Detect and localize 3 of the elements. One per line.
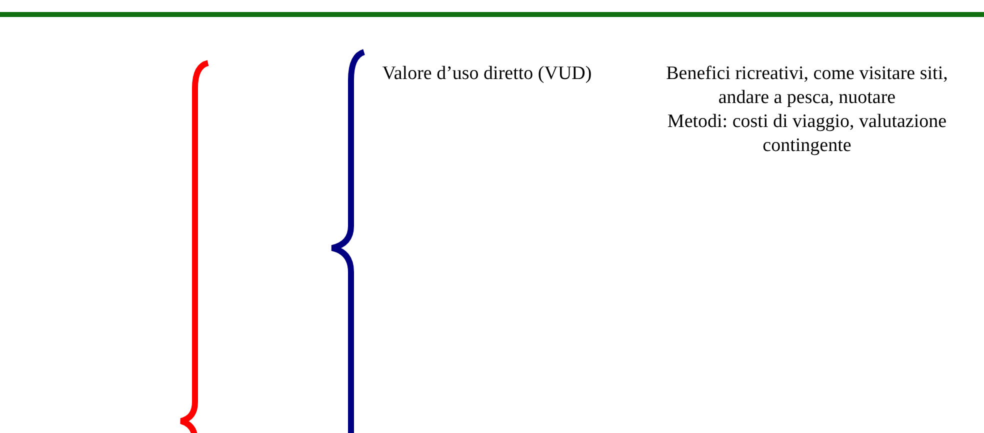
description-text: Benefici ricreativi, come visitare siti, andare a pesca, nuotare: [665, 62, 949, 110]
description-text: Metodi: costi di viaggio, valutazione contingente: [666, 110, 948, 158]
category-label: Valore d’uso diretto (VUD): [381, 62, 593, 86]
